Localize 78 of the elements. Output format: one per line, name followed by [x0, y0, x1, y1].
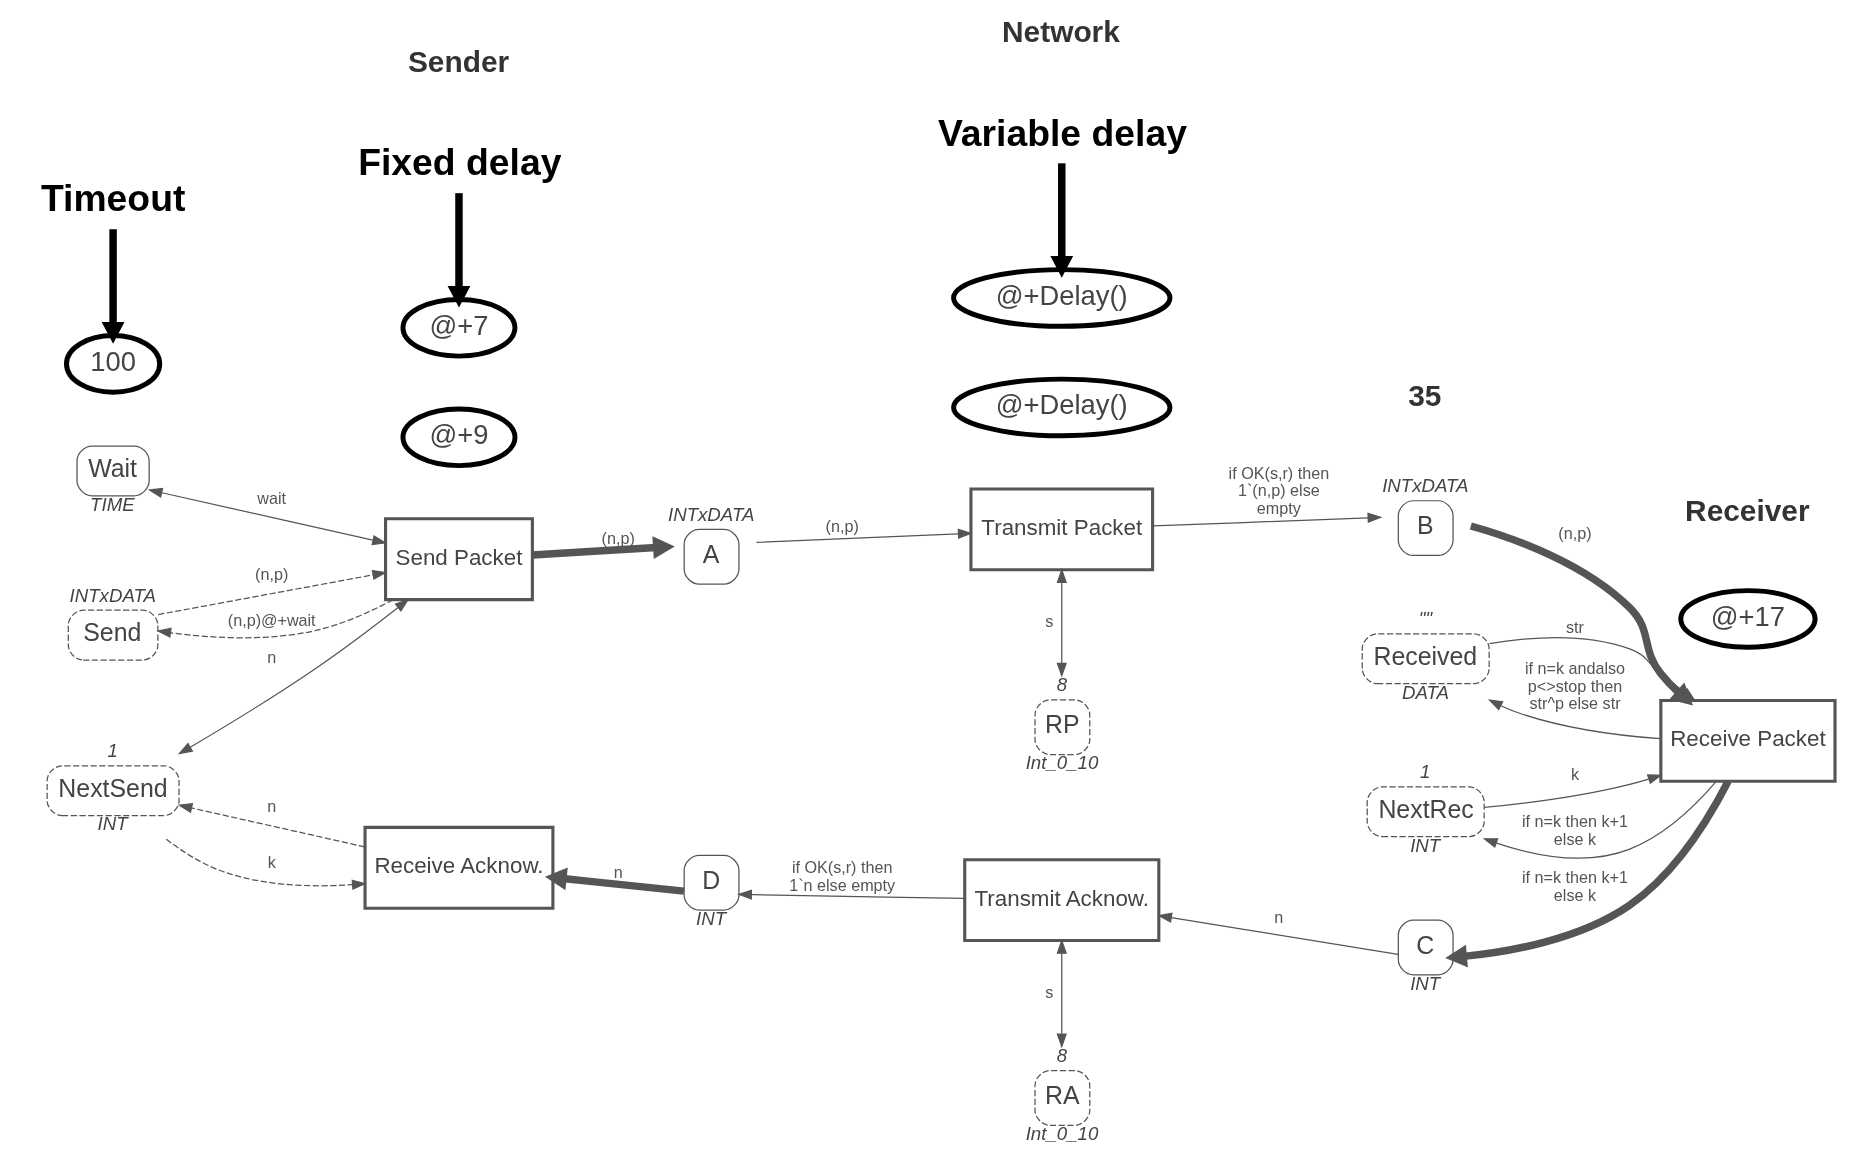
- node-label: 1: [106, 740, 118, 762]
- node-box: Transmit Packet: [968, 487, 1154, 572]
- arrow: [1151, 512, 1382, 527]
- edge-label: if OK(s,r) then 1`(n,p) else empty: [1228, 463, 1329, 517]
- arrow: [1056, 568, 1067, 678]
- node-ellipse: @+Delay(): [950, 376, 1172, 439]
- edge-label: if n=k then k+1 else k: [1521, 868, 1628, 904]
- arrow: [177, 598, 409, 755]
- edge-label: (n,p)@+wait: [227, 610, 316, 629]
- edge-label: (n,p): [825, 517, 859, 536]
- arrow: [1469, 522, 1693, 706]
- node-ellipse: @+17: [1677, 588, 1818, 650]
- edge-label: if n=k andalso p<>stop then str^p else str: [1524, 659, 1625, 713]
- edge-label: n: [266, 647, 276, 666]
- node-box: B: [1397, 500, 1454, 557]
- node-box: Send Packet: [383, 517, 534, 602]
- edge-label: n: [613, 863, 623, 882]
- node-label: INT: [695, 908, 726, 930]
- label: Sender: [407, 44, 509, 78]
- node-text: Fixed delay: [357, 141, 561, 184]
- edge-label: s: [1044, 612, 1053, 631]
- edge-label: if n=k then k+1 else k: [1521, 812, 1628, 848]
- edge-label: k: [1570, 764, 1579, 783]
- arrow: [755, 528, 973, 544]
- label: Receiver: [1684, 493, 1810, 527]
- node-box: A: [683, 528, 740, 585]
- node-ellipse: @+7: [400, 297, 517, 359]
- node-ellipse: @+9: [400, 406, 517, 469]
- edge-label: str: [1565, 618, 1584, 637]
- node-box: NextRec: [1366, 786, 1485, 838]
- edge-label: (n,p): [1557, 523, 1592, 542]
- edge-label: s: [1044, 982, 1053, 1001]
- edge-label: (n,p): [601, 528, 635, 547]
- arrow: [736, 889, 965, 900]
- node-box: Transmit Acknow.: [962, 858, 1160, 943]
- node-label: 8: [1056, 1044, 1067, 1066]
- node-label: Int_0_10: [1025, 1123, 1098, 1145]
- arrow: [1444, 779, 1731, 968]
- arrow: [1483, 774, 1663, 809]
- arrow: [177, 803, 365, 848]
- edge-label: n: [1273, 908, 1283, 927]
- node-text: Variable delay: [937, 111, 1187, 154]
- node-label: INTxDATA: [69, 584, 156, 606]
- node-label: 1: [1419, 761, 1430, 783]
- arrow: [155, 599, 394, 639]
- node-label: 8: [1056, 674, 1067, 696]
- node-box: Receive Packet: [1658, 698, 1837, 783]
- arrow: [147, 487, 387, 546]
- node-ellipse: @+Delay(): [950, 267, 1172, 329]
- label: 35: [1407, 379, 1441, 413]
- node-box: Wait: [75, 445, 150, 497]
- arrow: [165, 838, 367, 890]
- node-label: INTxDATA: [1381, 475, 1469, 497]
- arrow: [1487, 699, 1661, 740]
- node-text: Timeout: [40, 177, 185, 220]
- node-box: Receive Acknow.: [363, 825, 554, 910]
- label: Network: [1001, 14, 1120, 48]
- node-box: D: [683, 854, 740, 911]
- arrow: [544, 867, 684, 895]
- arrow: [1488, 637, 1696, 702]
- edge-label: n: [266, 797, 276, 816]
- node-ellipse: 100: [63, 333, 162, 395]
- node-label: INTxDATA: [667, 503, 754, 525]
- node-box: RA: [1033, 1069, 1090, 1126]
- arrow: [1156, 912, 1399, 955]
- node-box: NextSend: [46, 765, 180, 817]
- node-label: "": [1418, 608, 1432, 630]
- arrow: [531, 536, 675, 560]
- node-box: Send: [67, 609, 158, 661]
- node-box: RP: [1033, 699, 1090, 756]
- edge-label: k: [267, 853, 276, 872]
- edge-label: wait: [256, 488, 286, 507]
- edge-label: if OK(s,r) then 1`n else empty: [788, 858, 895, 894]
- node-box: C: [1397, 919, 1454, 976]
- arrow: [1482, 780, 1717, 859]
- edge-label: (n,p): [254, 564, 288, 583]
- arrow: [157, 569, 387, 616]
- node-box: Received: [1361, 633, 1490, 685]
